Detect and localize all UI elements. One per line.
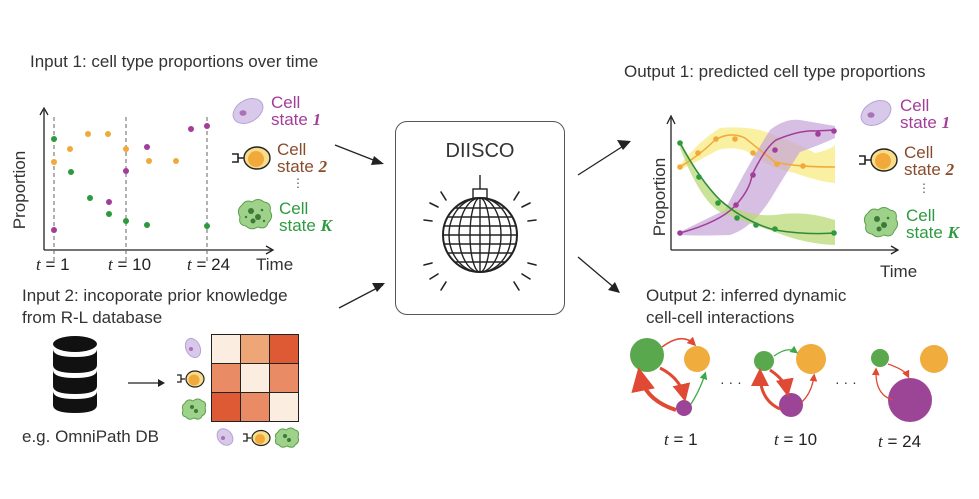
legend-line1: Cell <box>271 93 301 112</box>
legend-line2: state <box>904 160 946 179</box>
t-eq: = 24 <box>882 432 922 451</box>
legend-line2: state <box>900 113 942 132</box>
input1-tick-10: t = 10 <box>108 255 151 275</box>
heatmap-cell <box>270 335 298 363</box>
legend-index: K <box>320 216 332 235</box>
col-icon-state-1 <box>216 428 234 446</box>
heatmap-cell <box>270 393 298 421</box>
model-name: DIISCO <box>445 140 515 162</box>
legend-state-k: Cell state K <box>906 207 959 241</box>
legend-ellipsis: ⋮ <box>292 176 304 190</box>
legend-ellipsis: ⋮ <box>918 181 930 195</box>
network-t1 <box>630 336 710 416</box>
tick-eq: = 24 <box>191 255 231 274</box>
input1-xlabel: Time <box>256 255 294 274</box>
cell-state-k-icon <box>237 199 273 230</box>
legend-line1: Cell <box>277 140 307 159</box>
input1-tick-1: t = 1 <box>36 255 70 275</box>
heatmap-cell <box>241 393 269 421</box>
output1-xlabel: Time <box>880 262 918 281</box>
col-icon-state-k <box>274 427 300 448</box>
legend-state-1: Cell state 1 <box>900 97 950 131</box>
t-eq: = 10 <box>778 430 818 449</box>
input2-title-line2: from R-L database <box>22 308 163 327</box>
row-icon-state-1 <box>184 337 202 359</box>
interaction-heatmap <box>211 334 299 422</box>
t-var: t <box>774 430 779 449</box>
legend-index: 1 <box>941 113 951 132</box>
cell-state-1-icon <box>232 98 264 124</box>
heatmap-cell <box>212 364 240 392</box>
legend-line1: Cell <box>904 143 934 162</box>
legend-line2: state <box>279 216 321 235</box>
tick-eq: = 10 <box>112 255 152 274</box>
database-icon <box>53 336 97 413</box>
tick-var: t <box>108 255 113 274</box>
input2-title: Input 2: incoporate prior knowledge from… <box>22 285 288 329</box>
input2-title-line1: Input 2: incoporate prior knowledge <box>22 286 288 305</box>
db-label: e.g. OmniPath DB <box>22 427 160 446</box>
legend-state-1: Cell state 1 <box>271 94 321 128</box>
legend-index: 2 <box>318 157 328 176</box>
ellipsis-2: · · · <box>835 374 857 390</box>
col-icon-state-2 <box>243 429 271 447</box>
cell-state-k-icon <box>863 207 899 238</box>
arrow-right-icon <box>128 379 165 387</box>
network-t10 <box>751 344 826 417</box>
cell-state-1-icon <box>860 100 892 126</box>
output1-title: Output 1: predicted cell type proportion… <box>624 62 926 81</box>
network-t24 <box>871 345 948 422</box>
legend-line2: state <box>277 157 319 176</box>
output2-t1: t = 1 <box>664 430 698 450</box>
input1-scatter-plot <box>39 106 275 262</box>
output2-title-line1: Output 2: inferred dynamic <box>646 286 847 305</box>
tick-var: t <box>36 255 41 274</box>
heatmap-cell <box>212 335 240 363</box>
legend-line1: Cell <box>906 206 936 225</box>
t-var: t <box>878 432 883 451</box>
output2-title-line2: cell-cell interactions <box>646 308 795 327</box>
output2-t10: t = 10 <box>774 430 817 450</box>
output2-title: Output 2: inferred dynamic cell-cell int… <box>646 285 846 329</box>
t-var: t <box>664 430 669 449</box>
heatmap-cell <box>270 364 298 392</box>
row-icon-state-k <box>181 398 207 420</box>
input1-tick-24: t = 24 <box>187 255 230 275</box>
diisco-model-box: DIISCO <box>395 121 565 315</box>
output2-t24: t = 24 <box>878 432 921 452</box>
legend-state-2: Cell state 2 <box>277 141 327 175</box>
heatmap-cell <box>212 393 240 421</box>
legend-line1: Cell <box>900 96 930 115</box>
legend-line2: state <box>906 223 948 242</box>
tick-var: t <box>187 255 192 274</box>
legend-line2: state <box>271 110 313 129</box>
legend-line1: Cell <box>279 199 309 218</box>
heatmap-cell <box>241 335 269 363</box>
legend-state-k: Cell state K <box>279 200 332 234</box>
legend-index: K <box>947 223 959 242</box>
disco-ball-icon <box>423 175 537 291</box>
legend-state-2: Cell state 2 <box>904 144 954 178</box>
row-icon-state-2 <box>177 370 205 388</box>
legend-index: 1 <box>312 110 322 129</box>
input1-title: Input 1: cell type proportions over time <box>30 52 319 71</box>
cell-state-2-icon <box>232 146 271 170</box>
t-eq: = 1 <box>668 430 698 449</box>
ellipsis-1: · · · <box>720 374 742 390</box>
heatmap-cell <box>241 364 269 392</box>
legend-index: 2 <box>945 160 955 179</box>
tick-eq: = 1 <box>40 255 70 274</box>
cell-state-2-icon <box>859 148 898 172</box>
